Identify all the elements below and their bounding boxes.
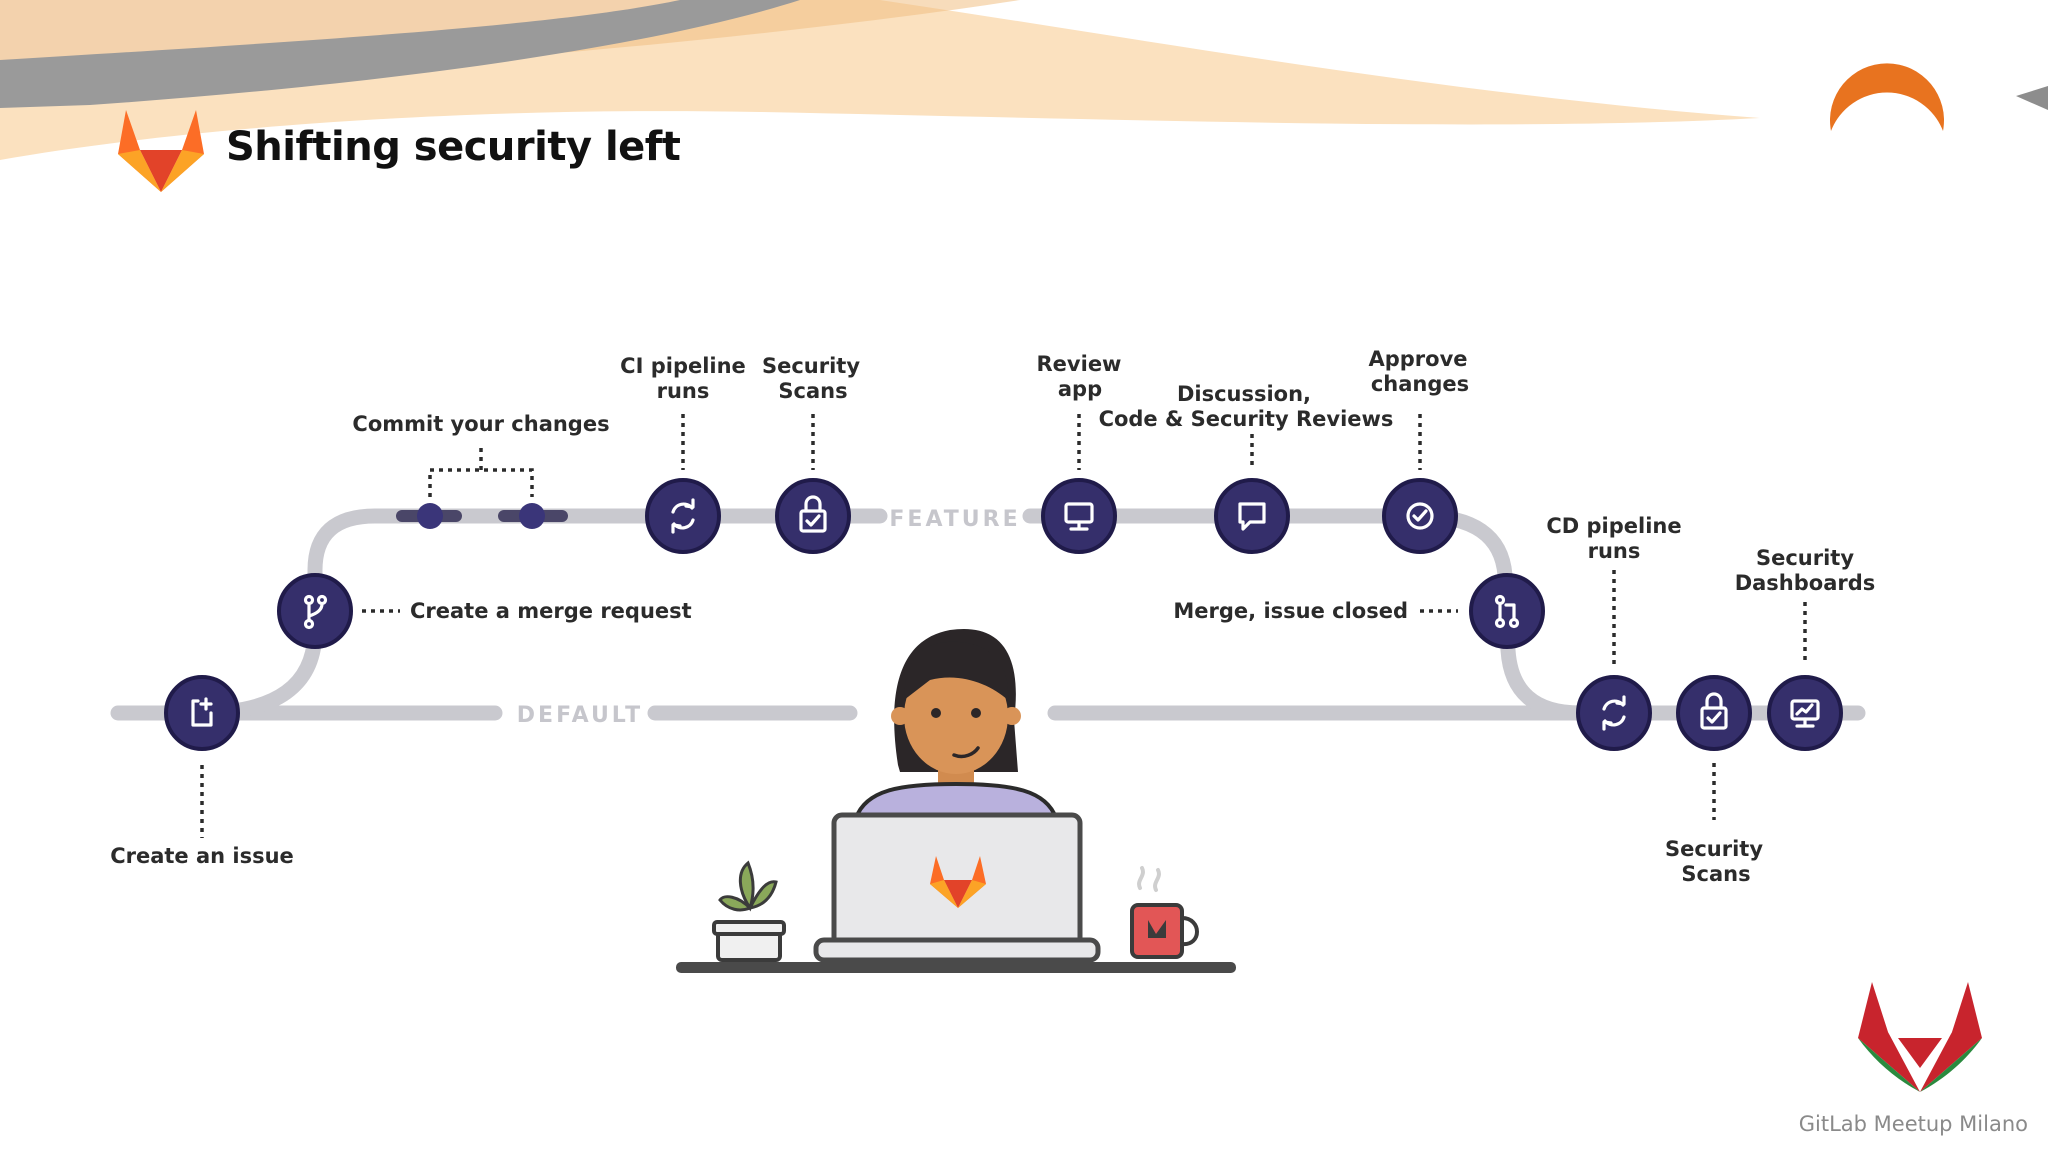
gitlab-logo-icon xyxy=(118,110,204,192)
comment-icon xyxy=(1238,502,1266,531)
node-security-scans-2 xyxy=(1676,675,1752,751)
label-approve-line2: changes xyxy=(1371,372,1469,396)
plant-icon xyxy=(712,860,786,962)
label-commit: Commit your changes xyxy=(352,412,609,436)
label-discussion-line2: Code & Security Reviews xyxy=(1099,407,1394,431)
refresh-icon xyxy=(1602,695,1626,731)
label-review-line1: Review xyxy=(1037,352,1122,376)
bangs xyxy=(904,641,1009,700)
node-merge-closed xyxy=(1469,573,1545,649)
lock-icon xyxy=(799,495,827,533)
node-security-dashboards xyxy=(1767,675,1843,751)
orange-sun-shape xyxy=(1829,63,1944,131)
default-lane-label: DEFAULT xyxy=(517,703,643,728)
eye-right xyxy=(971,708,981,718)
developer-illustration xyxy=(851,628,1061,828)
node-discussion xyxy=(1214,478,1290,554)
node-review-app xyxy=(1041,478,1117,554)
check-circle-icon xyxy=(1406,502,1434,530)
smile xyxy=(952,746,980,759)
label-security-scans2-line1: Security xyxy=(1665,837,1763,861)
label-cd-line2: runs xyxy=(1588,539,1641,563)
footer-text: GitLab Meetup Milano xyxy=(1798,1112,2028,1136)
monitor-icon xyxy=(1064,502,1094,531)
label-merge-request: Create a merge request xyxy=(410,599,692,623)
label-create-issue: Create an issue xyxy=(110,844,294,868)
laptop xyxy=(813,812,1101,964)
ear-right xyxy=(1003,707,1021,725)
label-ci-line1: CI pipeline xyxy=(620,354,746,378)
label-security-scans-line1: Security xyxy=(762,354,860,378)
node-approve xyxy=(1382,478,1458,554)
meetup-logo-icon xyxy=(1858,982,1982,1092)
node-merge-request xyxy=(277,573,353,649)
eye-left xyxy=(931,708,941,718)
gray-corner-shape xyxy=(2016,86,2048,110)
node-ci-pipeline xyxy=(645,478,721,554)
desk xyxy=(676,962,1236,973)
merge-icon xyxy=(1494,594,1520,629)
label-review-line2: app xyxy=(1058,377,1102,401)
step-labels: Create an issue Create a merge request C… xyxy=(110,347,1875,886)
branch-icon xyxy=(303,594,328,630)
dashboard-icon xyxy=(1790,699,1820,728)
issue-new-icon xyxy=(191,697,213,727)
label-dashboards-line2: Dashboards xyxy=(1735,571,1876,595)
slide-title: Shifting security left xyxy=(226,124,681,170)
label-dashboards-line1: Security xyxy=(1756,546,1854,570)
label-security-scans-line2: Scans xyxy=(778,379,847,403)
label-approve-line1: Approve xyxy=(1368,347,1467,371)
header-swoosh xyxy=(0,0,1760,160)
laptop-gitlab-icon xyxy=(930,856,986,908)
node-create-issue xyxy=(164,675,240,751)
dotted-connectors xyxy=(200,414,1807,838)
node-cd-pipeline xyxy=(1576,675,1652,751)
label-ci-line2: runs xyxy=(657,379,710,403)
commit-dots xyxy=(396,503,568,529)
face xyxy=(904,658,1008,774)
label-discussion-line1: Discussion, xyxy=(1177,382,1311,406)
ear-left xyxy=(891,707,909,725)
feature-lane-label: FEATURE xyxy=(889,507,1020,532)
node-security-scans xyxy=(775,478,851,554)
label-cd-line1: CD pipeline xyxy=(1546,514,1681,538)
label-merge-closed: Merge, issue closed xyxy=(1173,599,1408,623)
refresh-icon xyxy=(671,498,695,534)
label-security-scans2-line2: Scans xyxy=(1681,862,1750,886)
coffee-mug-icon xyxy=(1130,866,1199,959)
lock-icon xyxy=(1700,692,1728,730)
